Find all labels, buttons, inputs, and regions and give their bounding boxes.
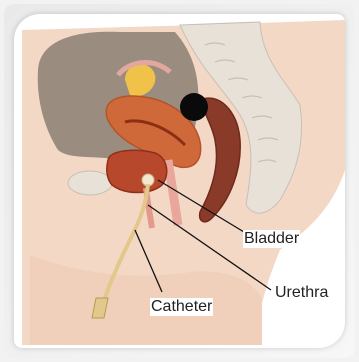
bladder — [107, 150, 167, 192]
pubic-bone — [68, 171, 112, 195]
illustration-card: Bladder Urethra Catheter — [14, 14, 345, 348]
colon-opening — [180, 93, 208, 121]
label-catheter: Catheter — [150, 298, 213, 316]
label-bladder: Bladder — [243, 230, 300, 248]
label-urethra: Urethra — [274, 284, 329, 302]
